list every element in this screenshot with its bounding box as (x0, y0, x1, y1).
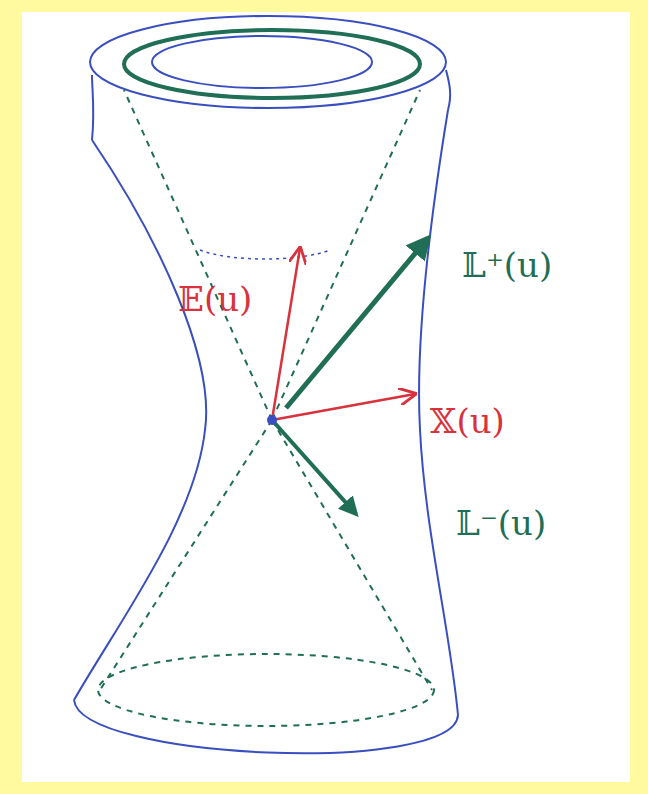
hyperboloid (74, 16, 458, 753)
vectors (267, 238, 428, 514)
vector-label: 𝔼(u) (178, 282, 252, 316)
light-cone (98, 30, 434, 726)
vector-label: 𝕃⁻(u) (456, 506, 546, 540)
vector-label: 𝕏(u) (430, 404, 505, 438)
vector-label: 𝕃⁺(u) (462, 248, 552, 282)
panel (22, 12, 630, 782)
